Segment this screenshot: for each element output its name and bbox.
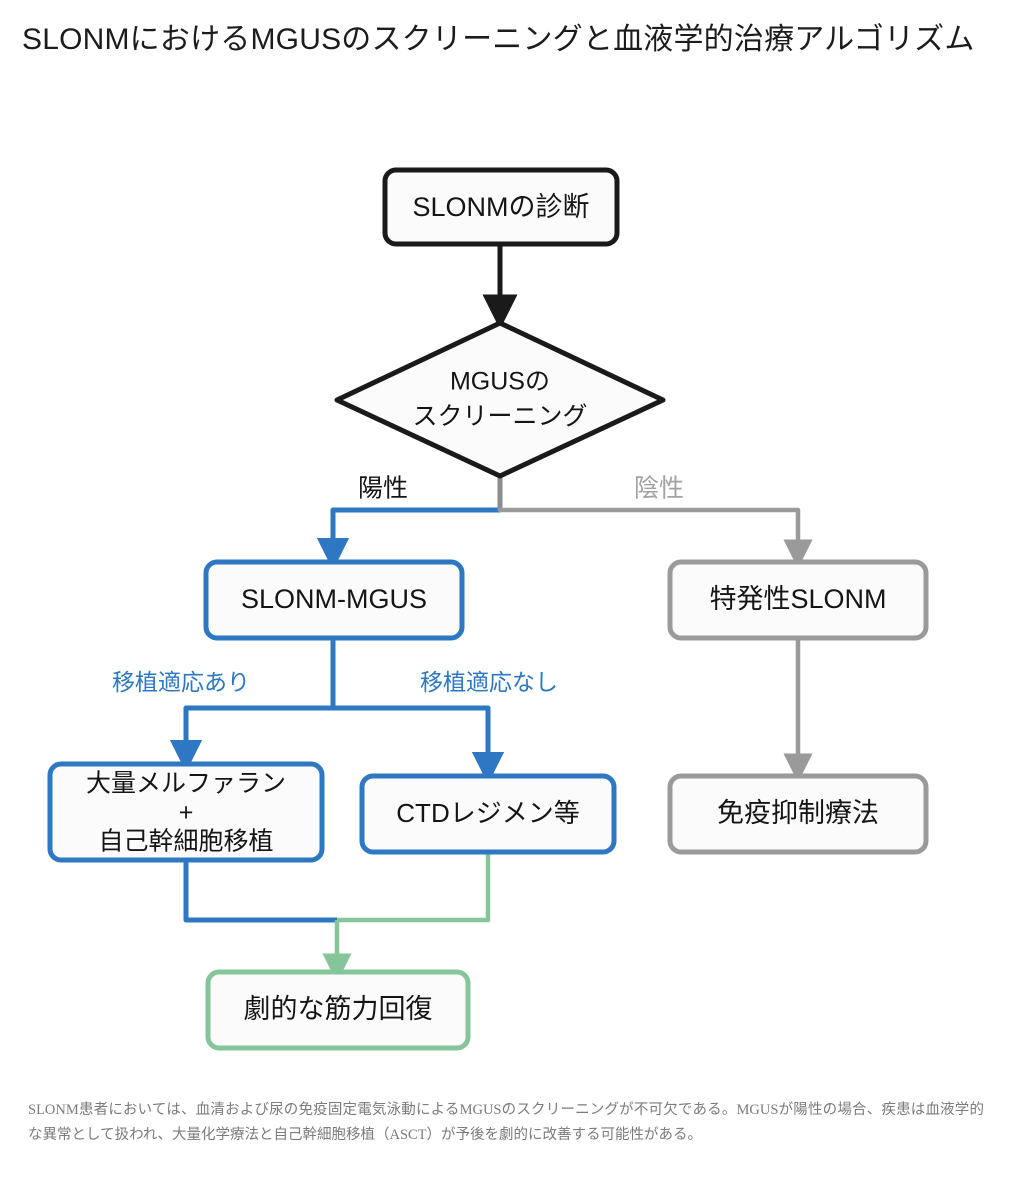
node-melphalan-label-line3: 自己幹細胞移植 bbox=[98, 828, 273, 856]
node-immunosuppression-shape bbox=[667, 773, 929, 855]
node-screening-shape bbox=[334, 320, 666, 479]
node-screening-label-line1: MGUSの bbox=[450, 368, 550, 396]
node-recovery[interactable]: 劇的な筋力回復 bbox=[205, 969, 471, 1051]
node-recovery-label: 劇的な筋力回復 bbox=[244, 994, 433, 1024]
node-melphalan-label-line2: + bbox=[179, 799, 194, 827]
edge-slonm-mgus-to-ctd bbox=[330, 638, 505, 785]
edge-ctd-to-recovery bbox=[337, 852, 491, 923]
flowchart-diagram: SLONMの診断 MGUSの スクリーニング 陽性 陰性 SLONM-MGUS … bbox=[0, 130, 1011, 1090]
node-immunosuppression-label: 免疫抑制療法 bbox=[717, 798, 879, 828]
edge-label-transplant-eligible: 移植適応あり bbox=[112, 669, 250, 695]
node-diagnosis[interactable]: SLONMの診断 bbox=[382, 167, 620, 247]
node-melphalan[interactable]: 大量メルファラン + 自己幹細胞移植 bbox=[47, 761, 325, 863]
node-melphalan-label-line1: 大量メルファラン bbox=[86, 770, 286, 798]
node-immunosuppression[interactable]: 免疫抑制療法 bbox=[667, 773, 929, 855]
node-slonm-mgus[interactable]: SLONM-MGUS bbox=[203, 559, 465, 641]
figure-caption: SLONM患者においては、血清および尿の免疫固定電気泳動によるMGUSのスクリー… bbox=[28, 1102, 984, 1143]
node-recovery-shape bbox=[205, 969, 471, 1051]
node-ctd-label: CTDレジメン等 bbox=[396, 798, 579, 828]
node-screening[interactable]: MGUSの スクリーニング bbox=[334, 320, 666, 479]
edge-label-negative: 陰性 bbox=[634, 475, 684, 503]
node-idiopathic-shape bbox=[667, 559, 929, 641]
page-title: SLONMにおけるMGUSのスクリーニングと血液学的治療アルゴリズム bbox=[22, 23, 975, 56]
node-screening-label-line2: スクリーニング bbox=[412, 403, 587, 431]
edge-slonm-mgus-to-melphalan bbox=[169, 638, 336, 773]
edge-label-transplant-ineligible: 移植適応なし bbox=[420, 669, 558, 695]
node-idiopathic[interactable]: 特発性SLONM bbox=[667, 559, 929, 641]
edge-melphalan-to-recovery bbox=[183, 860, 337, 923]
node-ctd-shape bbox=[359, 773, 617, 855]
node-slonm-mgus-label: SLONM-MGUS bbox=[241, 584, 427, 614]
node-diagnosis-label: SLONMの診断 bbox=[412, 192, 589, 222]
node-ctd[interactable]: CTDレジメン等 bbox=[359, 773, 617, 855]
node-idiopathic-label: 特発性SLONM bbox=[709, 584, 886, 614]
node-diagnosis-shape bbox=[382, 167, 620, 247]
node-slonm-mgus-shape bbox=[203, 559, 465, 641]
node-melphalan-shape bbox=[47, 761, 325, 863]
edge-label-positive: 陽性 bbox=[358, 475, 408, 503]
